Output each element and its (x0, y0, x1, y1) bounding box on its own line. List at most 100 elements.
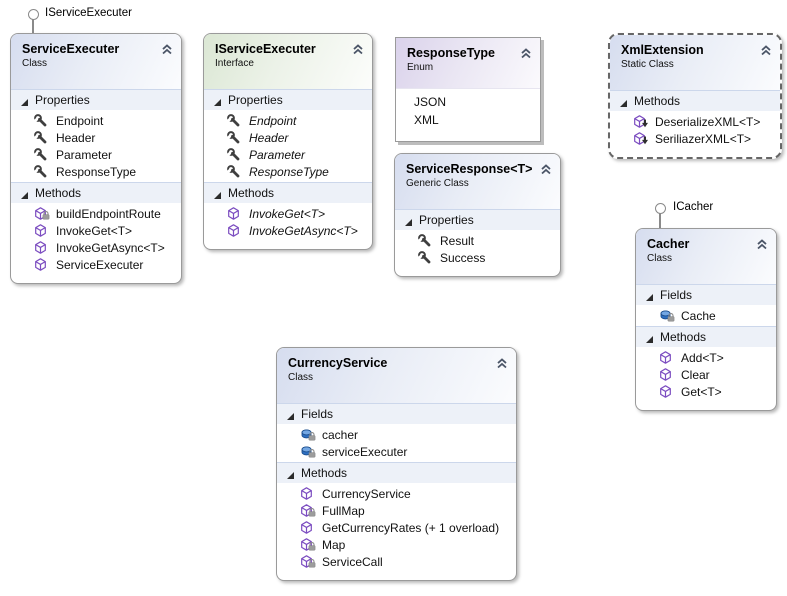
member-row[interactable]: Endpoint (11, 112, 181, 129)
member-row[interactable]: CurrencyService (277, 485, 516, 502)
member-row[interactable]: InvokeGet<T> (204, 205, 372, 222)
member-row[interactable]: serviceExecuter (277, 443, 516, 460)
node-kind-label: Class (647, 253, 673, 264)
node-kind-label: Interface (215, 58, 254, 69)
node-kind-label: Class (288, 372, 314, 383)
expander-icon[interactable] (619, 97, 628, 107)
member-label: SeriliazerXML<T> (655, 131, 752, 146)
section-header-methods[interactable]: Methods (277, 462, 516, 483)
method-icon (659, 368, 672, 381)
member-label: Header (249, 130, 289, 145)
node-title: ServiceResponse<T> (406, 162, 533, 176)
lollipop-stem (32, 18, 34, 34)
node-bottom-padding (636, 402, 776, 410)
expander-icon[interactable] (213, 96, 222, 106)
property-icon (32, 131, 47, 144)
member-row[interactable]: Parameter (11, 146, 181, 163)
section-header-methods[interactable]: Methods (636, 326, 776, 347)
section-label: Methods (660, 330, 707, 344)
section-header-methods[interactable]: Methods (11, 182, 181, 203)
expander-icon[interactable] (20, 96, 29, 106)
section-header-properties[interactable]: Properties (11, 89, 181, 110)
section-header-methods[interactable]: Methods (610, 90, 780, 111)
collapse-chevron-icon[interactable] (756, 237, 768, 250)
member-row[interactable]: InvokeGet<T> (11, 222, 181, 239)
member-row[interactable]: buildEndpointRoute (11, 205, 181, 222)
collapse-chevron-icon[interactable] (540, 162, 552, 175)
private-method-icon (300, 504, 316, 520)
collapse-chevron-icon[interactable] (496, 356, 508, 369)
section-label: Methods (301, 466, 348, 480)
section-header-fields[interactable]: Fields (277, 403, 516, 424)
decorator-icon (641, 134, 649, 148)
expander-icon[interactable] (286, 469, 295, 479)
member-row[interactable]: InvokeGetAsync<T> (204, 222, 372, 239)
extension-method-icon (633, 132, 649, 148)
member-row[interactable]: FullMap (277, 502, 516, 519)
enum-member-row[interactable]: XML (396, 111, 540, 129)
interface-lollipop-icon[interactable] (654, 202, 666, 214)
decorator-icon (308, 557, 316, 571)
method-icon (300, 521, 313, 534)
member-row[interactable]: SeriliazerXML<T> (610, 130, 780, 147)
section-header-properties[interactable]: Properties (395, 209, 560, 230)
member-row[interactable]: cacher (277, 426, 516, 443)
member-row[interactable]: Result (395, 232, 560, 249)
expander-icon[interactable] (404, 216, 413, 226)
member-row[interactable]: ResponseType (11, 163, 181, 180)
member-row[interactable]: ServiceCall (277, 553, 516, 570)
member-row[interactable]: Get<T> (636, 383, 776, 400)
expander-icon[interactable] (213, 189, 222, 199)
extension-method-icon (633, 115, 648, 128)
collapse-chevron-icon[interactable] (161, 42, 173, 55)
member-row[interactable]: GetCurrencyRates (+ 1 overload) (277, 519, 516, 536)
expander-icon[interactable] (286, 410, 295, 420)
section-label: Fields (660, 288, 693, 302)
interface-lollipop-icon[interactable] (27, 8, 39, 20)
collapse-chevron-icon[interactable] (760, 43, 772, 56)
member-label: XML (414, 113, 439, 127)
member-row[interactable]: Clear (636, 366, 776, 383)
collapse-chevron-icon[interactable] (352, 42, 364, 55)
decorator-icon (308, 506, 316, 520)
member-row[interactable]: Header (11, 129, 181, 146)
section-header-methods[interactable]: Methods (204, 182, 372, 203)
member-row[interactable]: ServiceExecuter (11, 256, 181, 273)
expander-icon[interactable] (645, 333, 654, 343)
member-label: Endpoint (249, 113, 297, 128)
member-row[interactable]: ResponseType (204, 163, 372, 180)
member-row[interactable]: Header (204, 129, 372, 146)
section-label: Methods (634, 94, 681, 108)
member-row[interactable]: Parameter (204, 146, 372, 163)
section-header-fields[interactable]: Fields (636, 284, 776, 305)
member-row[interactable]: Success (395, 249, 560, 266)
property-icon (225, 131, 240, 144)
node-bottom-padding (277, 572, 516, 580)
decorator-icon (308, 540, 316, 554)
section-header-properties[interactable]: Properties (204, 89, 372, 110)
enum-member-list: JSON XML (396, 88, 540, 133)
method-icon (300, 487, 313, 500)
member-label: CurrencyService (322, 486, 411, 501)
member-row[interactable]: DeserializeXML<T> (610, 113, 780, 130)
expander-icon[interactable] (645, 291, 654, 301)
member-row[interactable]: InvokeGetAsync<T> (11, 239, 181, 256)
member-row[interactable]: Cache (636, 307, 776, 324)
expander-icon[interactable] (20, 189, 29, 199)
member-row[interactable]: Endpoint (204, 112, 372, 129)
member-row[interactable]: Map (277, 536, 516, 553)
enum-member-row[interactable]: JSON (396, 93, 540, 111)
node-title: CurrencyService (288, 356, 388, 370)
collapse-chevron-icon[interactable] (520, 46, 532, 59)
member-row[interactable]: Add<T> (636, 349, 776, 366)
